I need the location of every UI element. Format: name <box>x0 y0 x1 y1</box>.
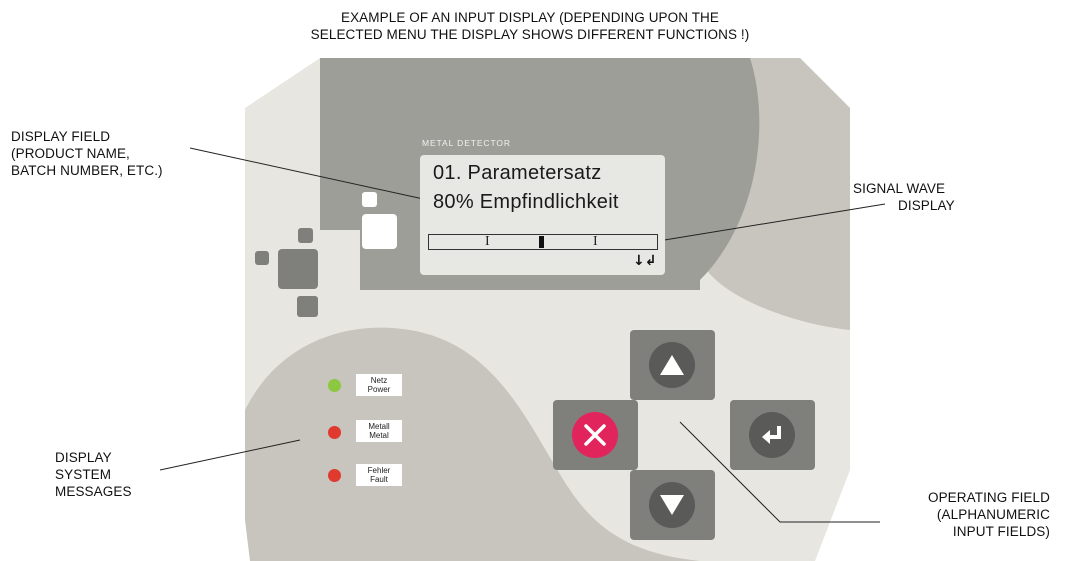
caption-line: (PRODUCT NAME, <box>11 146 130 161</box>
signal-wave-caption: SIGNAL WAVE DISPLAY <box>853 180 993 214</box>
label-line: Fault <box>370 475 388 484</box>
down-button[interactable] <box>630 470 715 540</box>
signal-tick-right: I <box>593 234 598 249</box>
label-line: Metal <box>369 431 389 440</box>
display-field-caption: DISPLAY FIELD (PRODUCT NAME, BATCH NUMBE… <box>11 128 211 179</box>
deco-square <box>255 251 269 265</box>
leader-line-display-field <box>189 147 429 201</box>
caption-line: DISPLAY <box>898 198 955 213</box>
system-messages-caption: DISPLAY SYSTEM MESSAGES <box>55 449 175 500</box>
operating-field-caption: OPERATING FIELD (ALPHANUMERIC INPUT FIEL… <box>860 489 1050 540</box>
caption-line: DISPLAY <box>55 450 112 465</box>
fault-led <box>328 469 341 482</box>
top-caption-line1: EXAMPLE OF AN INPUT DISPLAY (DEPENDING U… <box>340 10 720 25</box>
caption-line: SYSTEM <box>55 467 112 482</box>
lcd-header: METAL DETECTOR <box>422 138 511 148</box>
label-line: Fehler <box>367 466 391 475</box>
label-line: Metall <box>368 422 390 431</box>
up-arrow-icon <box>649 342 695 388</box>
label-line: Netz <box>370 376 388 385</box>
cancel-button[interactable] <box>553 400 638 470</box>
lcd-line-1: 01. Parametersatz <box>433 162 602 184</box>
lcd-line-2: 80% Empfindlichkeit <box>433 191 619 213</box>
lcd-enter-icon: ↓↲ <box>633 253 657 269</box>
signal-cursor <box>539 236 544 248</box>
deco-square <box>298 228 313 243</box>
leader-line-operating <box>679 421 880 523</box>
power-label: Netz Power <box>356 374 402 396</box>
leader-line-messages <box>159 439 301 471</box>
caption-line: MESSAGES <box>55 484 132 499</box>
enter-icon <box>749 412 795 458</box>
panel-right-swoosh <box>700 58 850 330</box>
caption-line: SIGNAL WAVE <box>853 181 946 196</box>
top-caption-line2: SELECTED MENU THE DISPLAY SHOWS DIFFEREN… <box>310 27 750 42</box>
cancel-x-icon <box>572 412 618 458</box>
deco-square <box>278 249 318 289</box>
lcd-screen <box>420 155 665 275</box>
power-led <box>328 379 341 392</box>
metal-label: Metall Metal <box>356 420 402 442</box>
top-caption: EXAMPLE OF AN INPUT DISPLAY (DEPENDING U… <box>180 9 880 43</box>
deco-square <box>297 296 318 317</box>
deco-square <box>362 214 397 249</box>
caption-line: BATCH NUMBER, ETC.) <box>11 163 163 178</box>
fault-label: Fehler Fault <box>356 464 402 486</box>
caption-line: DISPLAY FIELD <box>11 129 111 144</box>
label-line: Power <box>367 385 391 394</box>
leader-line-signal <box>639 203 886 245</box>
caption-line: (ALPHANUMERIC <box>936 507 1050 522</box>
deco-square <box>362 192 377 207</box>
caption-line: INPUT FIELDS) <box>952 524 1050 539</box>
up-button[interactable] <box>630 330 715 400</box>
down-arrow-icon <box>649 482 695 528</box>
signal-tick-left: I <box>485 234 490 249</box>
enter-button[interactable] <box>730 400 815 470</box>
caption-line: OPERATING FIELD <box>927 490 1050 505</box>
metal-led <box>328 426 341 439</box>
